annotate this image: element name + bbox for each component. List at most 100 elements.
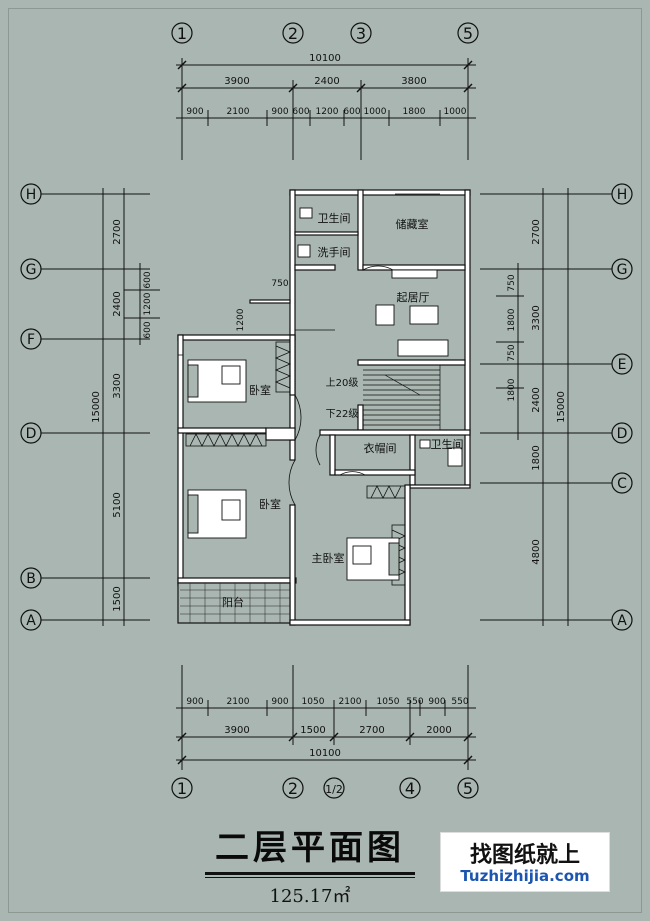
site-logo: 找图纸就上 Tuzhizhijia.com — [440, 832, 610, 892]
left-dimension-lines — [41, 188, 160, 626]
left-dim-2700: 2700 — [112, 219, 123, 244]
left-axis-D: D — [26, 426, 37, 442]
bottom-detail-7: 900 — [428, 697, 445, 707]
bottom-axis-4: 4 — [405, 779, 415, 798]
room-label-storage: 储藏室 — [396, 217, 429, 231]
right-dim-3300: 3300 — [531, 305, 542, 330]
logo-url-text: Tuzhizhijia.com — [460, 867, 590, 885]
left-dim-1500: 1500 — [112, 586, 123, 611]
right-axis-E: E — [618, 357, 627, 373]
room-label-bedroom-a: 卧室 — [249, 383, 271, 397]
right-total-dim: 15000 — [556, 391, 567, 423]
left-axis-F: F — [27, 332, 35, 348]
beds — [187, 359, 400, 581]
left-axis-B: B — [26, 571, 36, 587]
bottom-dim-2700: 2700 — [359, 725, 384, 736]
room-label-master-bedroom: 主卧室 — [312, 551, 345, 565]
living-furniture — [297, 207, 463, 467]
left-dim-3300: 3300 — [112, 373, 123, 398]
top-axis-bubbles — [171, 22, 479, 44]
top-detail-8: 1000 — [444, 107, 467, 117]
left-inner-1200: 1200 — [143, 292, 153, 315]
left-axis-bubbles — [20, 183, 42, 631]
room-label-washroom: 洗手间 — [318, 245, 351, 259]
bottom-axis-bubbles — [171, 777, 479, 799]
right-dim-2700: 2700 — [531, 219, 542, 244]
logo-chinese-text: 找图纸就上 — [469, 843, 580, 868]
bottom-detail-8: 550 — [451, 697, 468, 707]
bottom-axis-1: 1 — [177, 779, 187, 798]
left-axis-H: H — [26, 187, 37, 203]
bottom-dim-2000: 2000 — [426, 725, 451, 736]
top-dim-3800: 3800 — [401, 76, 426, 87]
right-axis-G: G — [617, 262, 628, 278]
bottom-axis-1-2: 1/2 — [325, 783, 343, 796]
bottom-detail-0: 900 — [186, 697, 203, 707]
right-inner-750b: 750 — [507, 344, 517, 361]
bottom-dim-3900: 3900 — [224, 725, 249, 736]
right-axis-C: C — [617, 476, 627, 492]
top-axis-3: 3 — [356, 24, 366, 43]
windows — [177, 189, 471, 626]
top-dimension-lines — [176, 58, 476, 160]
bottom-detail-3: 1050 — [302, 697, 325, 707]
top-dim-2400: 2400 — [314, 76, 339, 87]
top-total-dim: 10100 — [309, 53, 341, 64]
right-axis-bubbles — [611, 183, 633, 631]
left-small-1200: 1200 — [236, 308, 246, 331]
wardrobes — [185, 341, 406, 586]
title-underline-thin — [205, 877, 415, 878]
left-axis-A: A — [26, 613, 36, 629]
right-dim-2400: 2400 — [531, 387, 542, 412]
left-dim-5100: 5100 — [112, 492, 123, 517]
room-label-master-bath: 卫生间 — [431, 437, 464, 451]
top-axis-1: 1 — [177, 24, 187, 43]
bottom-detail-4: 2100 — [339, 697, 362, 707]
label-stair-down: 下22级 — [326, 408, 359, 420]
top-dim-3900: 3900 — [224, 76, 249, 87]
title-underline-thick — [205, 872, 415, 875]
bottom-detail-1: 2100 — [227, 697, 250, 707]
left-total-dim: 15000 — [91, 391, 102, 423]
top-axis-5: 5 — [463, 24, 473, 43]
right-inner-1800a: 1800 — [507, 308, 517, 331]
top-detail-2: 900 — [271, 107, 288, 117]
right-dimension-lines — [480, 188, 612, 626]
drawing-title: 二层平面图 — [215, 828, 405, 868]
left-small-750: 750 — [271, 279, 288, 289]
label-stair-up: 上20级 — [326, 377, 359, 389]
title-block: 二层平面图 125.17㎡ — [205, 828, 415, 908]
top-detail-7: 1800 — [403, 107, 426, 117]
staircase — [363, 365, 441, 430]
top-detail-0: 900 — [186, 107, 203, 117]
top-detail-3: 600 — [292, 107, 309, 117]
doors — [288, 265, 394, 506]
bottom-total-dim: 10100 — [309, 748, 341, 759]
right-inner-750a: 750 — [507, 274, 517, 291]
bottom-axis-2: 2 — [288, 779, 298, 798]
right-dim-4800: 4800 — [531, 539, 542, 564]
room-label-bedroom-b: 卧室 — [259, 497, 281, 511]
top-detail-1: 2100 — [227, 107, 250, 117]
bottom-detail-5: 1050 — [377, 697, 400, 707]
room-label-closet: 衣帽间 — [364, 441, 397, 455]
bottom-detail-2: 900 — [271, 697, 288, 707]
left-inner-600b: 600 — [143, 321, 153, 338]
room-label-living: 起居厅 — [397, 291, 430, 304]
right-axis-A: A — [617, 613, 627, 629]
balcony-hatch — [180, 583, 290, 623]
bottom-detail-6: 550 — [406, 697, 423, 707]
drawing-frame — [8, 8, 642, 913]
room-label-balcony: 阳台 — [222, 595, 244, 609]
top-detail-4: 1200 — [316, 107, 339, 117]
left-inner-600a: 600 — [143, 271, 153, 288]
floor-area: 125.17㎡ — [269, 886, 351, 907]
room-label-bath-top: 卫生间 — [318, 211, 351, 225]
right-axis-D: D — [617, 426, 628, 442]
top-detail-6: 1000 — [364, 107, 387, 117]
bottom-dimension-lines — [176, 665, 476, 770]
top-axis-2: 2 — [288, 24, 298, 43]
right-dim-1800: 1800 — [531, 445, 542, 470]
bottom-axis-5: 5 — [463, 779, 473, 798]
